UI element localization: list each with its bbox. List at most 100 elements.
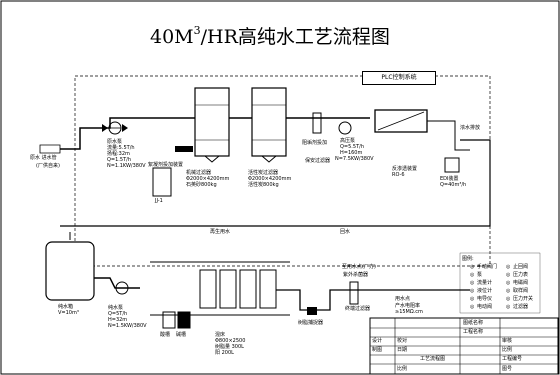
- label-polish: 终端过滤器: [345, 306, 371, 312]
- sample-icon: ◎: [506, 288, 511, 294]
- title-block-r3e: 工程编号: [502, 356, 523, 362]
- label-pure-pump-spec: Q=5T/h: [108, 311, 128, 317]
- resin-trap-box: [307, 307, 317, 315]
- title-block-r2c2: 工程名称: [463, 329, 484, 335]
- legend-item-cond: 电导仪: [477, 296, 493, 302]
- acid-tank-box: [162, 311, 176, 329]
- label-use-point: 用水点: [395, 296, 411, 302]
- label-alkali-tank: 碱槽: [176, 332, 187, 338]
- title-block-r3c: 审核: [502, 338, 513, 344]
- label-hp-pump-spec2: H=160m: [340, 150, 363, 156]
- security-filter-vessel: [312, 112, 322, 134]
- diagram-title: 40M3/HR高纯水工艺流程图: [150, 23, 390, 48]
- gauge-icon: ◎: [506, 272, 511, 278]
- label-regen: 再生用水: [210, 229, 231, 235]
- label-sand-filter: 机械过滤器: [186, 170, 212, 176]
- label-raw-pump-spec2: 扬程:32m: [107, 151, 130, 157]
- legend-title: 图例:: [462, 256, 474, 262]
- pressure-sw-icon: ◎: [506, 296, 511, 302]
- title-block-r4c: 比例: [502, 347, 513, 353]
- label-dosing-device: 絮凝剂投加装置: [148, 162, 184, 168]
- flow-icon: ◎: [470, 280, 475, 286]
- label-carbon-filter-spec: Φ2000×4200mm: [248, 176, 292, 182]
- legend-item-solenoid: 电磁阀: [513, 280, 529, 286]
- control-valve-block: [175, 146, 193, 152]
- title-block-r4b: 日期: [397, 347, 408, 353]
- legend-item-filter: 过滤器: [513, 304, 529, 310]
- label-security-filter: 保安过滤器: [305, 158, 331, 164]
- label-pure-pump: 纯水泵: [108, 305, 124, 311]
- valve-icon: ◎: [470, 264, 475, 270]
- label-product-quality: 产水电阻率: [395, 303, 421, 309]
- label-raw-pump-spec3: Q=1.5T/h: [107, 157, 131, 163]
- pure-pump-symbol: [115, 281, 129, 295]
- title-block-r3b: 校对: [397, 338, 408, 344]
- label-dosing-model: JJ-1: [155, 198, 163, 204]
- return-pipe: [60, 139, 491, 227]
- hp-pump-symbol: [338, 121, 352, 135]
- legend-item-gauge: 压力表: [513, 272, 529, 278]
- title-block-r1c2: 图纸名称: [463, 320, 484, 326]
- legend-item-motor-valve: 电动阀: [477, 304, 493, 310]
- raw-water-inlet-box: [39, 144, 61, 154]
- title-block-r3a: 设计: [372, 338, 383, 344]
- label-sand-filter-media: 石英砂800kg: [186, 182, 217, 188]
- label-acid-tank: 酸槽: [160, 332, 171, 338]
- motor-valve-icon: ◎: [470, 304, 475, 310]
- pump-icon: ◎: [470, 272, 475, 278]
- carbon-filter-vessel: [251, 87, 287, 157]
- bottom-pipe-2: [276, 289, 470, 311]
- alkali-tank-box: [177, 311, 191, 329]
- valve-symbol: [122, 124, 128, 132]
- title-block-r5a: 比例: [397, 366, 408, 372]
- label-raw-water-inlet: 原水 进水管: [30, 155, 57, 161]
- label-edi-spec: Q=40m³/h: [440, 182, 467, 188]
- label-pure-pump-spec2: H=32m: [108, 317, 128, 323]
- legend-area: [459, 252, 541, 314]
- pure-water-tank: [45, 241, 95, 301]
- label-return-water: 回水: [340, 229, 351, 235]
- title-block-r4a: 制图: [372, 347, 383, 353]
- label-mixed-bed-resin2: 阳 200L: [215, 350, 234, 356]
- label-mixed-bed-spec: Φ800×2500: [215, 338, 246, 344]
- label-pure-pump-spec3: N=1.5KW/380V: [108, 323, 147, 329]
- label-uv: 紫外杀菌器: [343, 272, 369, 278]
- bottom-pipe-1: [94, 277, 140, 289]
- mixed-bed-2: [219, 269, 237, 309]
- label-raw-pump-spec: 流量:5.5T/h: [107, 145, 135, 151]
- label-product-quality2: ≥15MΩ.cm: [395, 309, 423, 315]
- label-carbon-filter: 活性炭过滤器: [248, 170, 279, 176]
- check-valve-icon: ◎: [506, 264, 511, 270]
- label-hp-pump-spec: Q=5.5T/h: [340, 144, 364, 150]
- label-mixed-bed: 混床: [215, 332, 226, 338]
- legend-item-pressure-sw: 压力开关: [513, 296, 534, 302]
- label-raw-pump: 原水泵: [107, 139, 123, 145]
- label-concentrate: 浓水排放: [460, 125, 481, 131]
- label-carbon-filter-media: 活性炭800kg: [248, 182, 279, 188]
- plc-control-box: PLC控制系统: [362, 71, 436, 85]
- uv-sterilizer: [349, 281, 359, 305]
- label-sand-filter-spec: Φ2000×4200mm: [186, 176, 230, 182]
- mixed-bed-1: [199, 269, 217, 309]
- legend-item-check-valve: 止回阀: [513, 264, 529, 270]
- label-edi-unit: EDI装置: [440, 176, 459, 182]
- label-scale-inhibitor: 阻垢剂投加: [302, 140, 328, 146]
- label-hp-pump-spec3: N=7.5KW/380V: [335, 156, 374, 162]
- edi-unit-box: [444, 157, 460, 173]
- solenoid-icon: ◎: [506, 280, 511, 286]
- valve-symbol: [102, 124, 108, 132]
- legend-item-flow: 流量计: [477, 280, 493, 286]
- label-to-use: 至用水点(厂方): [342, 264, 376, 270]
- label-ro-model: RO-6: [392, 172, 405, 178]
- sand-filter-vessel: [194, 87, 230, 157]
- mixed-bed-3: [239, 269, 257, 309]
- label-mixed-bed-resin: 树脂量 300L: [215, 344, 244, 350]
- label-hp-pump: 高压泵: [340, 138, 356, 144]
- legend-item-valve: 手动阀门: [477, 264, 498, 270]
- level-icon: ◎: [470, 288, 475, 294]
- label-raw-pump-spec4: N=1.1KW/380V: [107, 163, 146, 169]
- title-block-r3d: 工艺流程图: [420, 356, 446, 362]
